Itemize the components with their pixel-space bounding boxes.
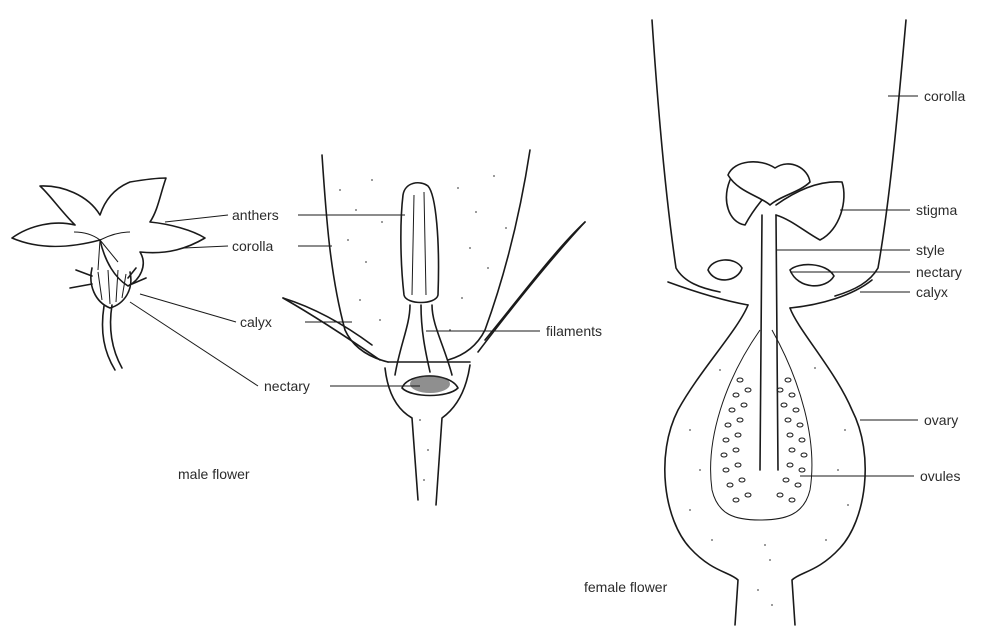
male-leader-lines [130, 215, 540, 386]
label-anthers: anthers [232, 207, 279, 223]
label-nectary-female: nectary [916, 264, 962, 280]
male-flower-section-illustration [283, 150, 585, 505]
caption-male-flower: male flower [178, 466, 250, 482]
female-section-stipple [689, 367, 849, 606]
male-labels: anthers corolla calyx filaments nectary … [178, 207, 602, 482]
ovules-drawing [721, 378, 807, 502]
caption-female-flower: female flower [584, 579, 668, 595]
label-calyx-female: calyx [916, 284, 948, 300]
label-calyx-male: calyx [240, 314, 272, 330]
female-flower-section-illustration [652, 20, 906, 625]
label-ovary: ovary [924, 412, 958, 428]
label-filaments: filaments [546, 323, 602, 339]
male-flower-whole-illustration [12, 178, 205, 370]
female-leader-lines [776, 96, 918, 476]
leader-nectary-male [130, 302, 258, 386]
label-corolla-female: corolla [924, 88, 965, 104]
leader-anthers-small [165, 215, 228, 222]
label-style: style [916, 242, 945, 258]
label-corolla-male: corolla [232, 238, 273, 254]
label-nectary-male: nectary [264, 378, 310, 394]
label-ovules: ovules [920, 468, 960, 484]
label-stigma: stigma [916, 202, 957, 218]
leader-corolla-male [184, 246, 228, 248]
